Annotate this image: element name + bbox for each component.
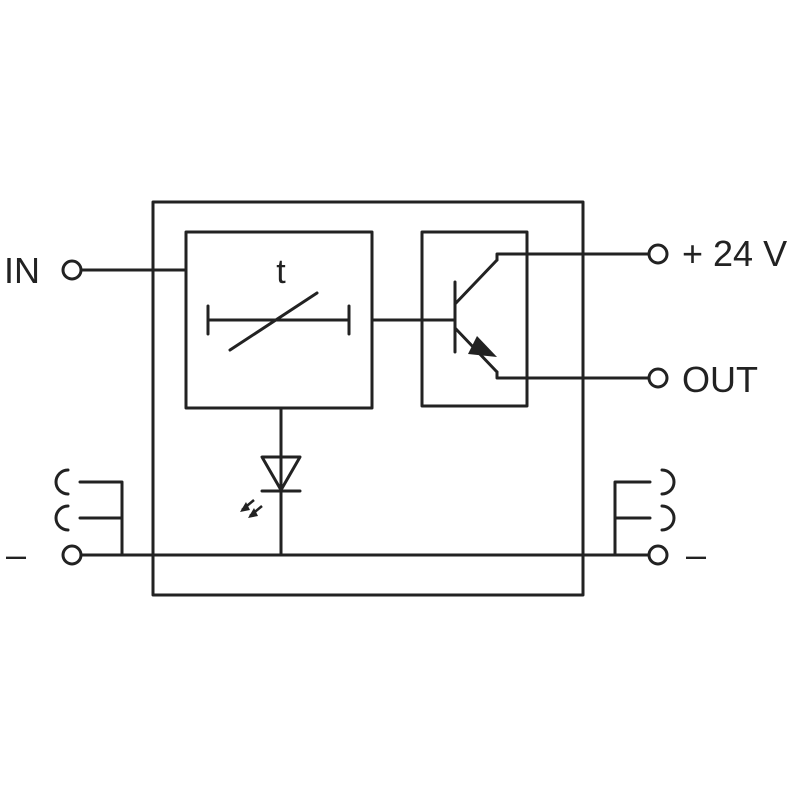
led-triangle — [260, 455, 302, 492]
input-terminal — [61, 259, 83, 281]
output-wire — [495, 370, 650, 380]
supply-terminal — [647, 243, 669, 265]
supply-wire — [495, 252, 650, 262]
output-label: OUT — [682, 359, 758, 400]
ground-terminal-right — [647, 544, 669, 566]
timer-symbol-label: t — [276, 253, 286, 291]
led-ray-arrow-2 — [248, 508, 258, 518]
module-housing — [151, 200, 585, 597]
left-jumper-hook-2 — [54, 504, 70, 532]
right-jumper-bridge — [613, 468, 676, 557]
status-led — [240, 455, 302, 518]
ground-left-label: – — [6, 534, 26, 575]
left-jumper-bridge — [54, 468, 124, 557]
right-jumper-hook-2 — [660, 504, 676, 532]
input-label: IN — [4, 250, 40, 291]
ground-right-label: – — [686, 534, 706, 575]
supply-label: + 24 V — [682, 233, 787, 274]
output-terminal — [647, 367, 669, 389]
left-jumper-rail — [78, 480, 124, 557]
transistor-emitter-arrow — [468, 336, 497, 357]
wiring — [80, 252, 650, 557]
transistor-collector-lead — [453, 258, 499, 306]
timer-adjust-slash — [228, 291, 319, 352]
ground-terminal-left — [61, 544, 83, 566]
right-jumper-rail — [613, 480, 652, 557]
led-ray-arrow-1 — [240, 502, 250, 512]
timer-block: t — [184, 230, 374, 410]
left-jumper-hook-1 — [54, 468, 70, 496]
right-jumper-hook-1 — [660, 468, 676, 496]
